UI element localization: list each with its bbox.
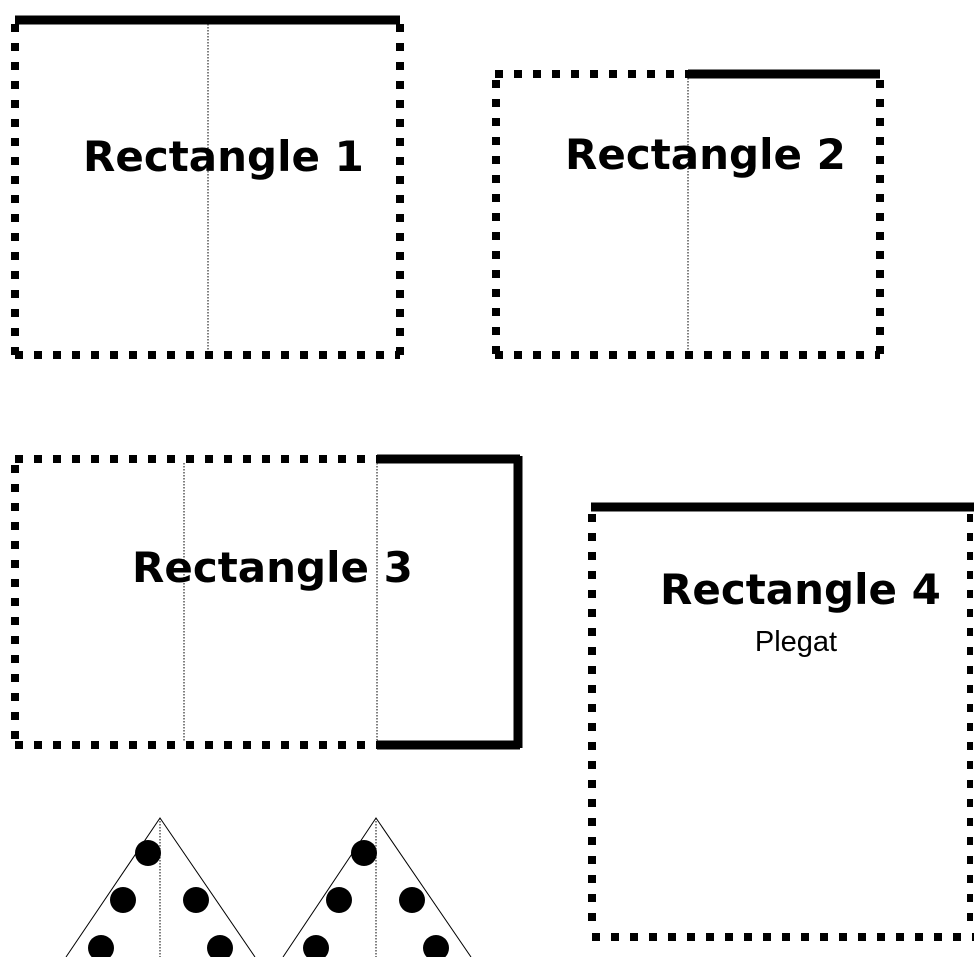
rect4-label: Rectangle 4 — [660, 565, 941, 614]
triangle-2-dot — [326, 887, 352, 913]
rect2-label: Rectangle 2 — [565, 130, 846, 179]
triangle-1-dot — [183, 887, 209, 913]
rect4-sublabel: Plegat — [755, 626, 837, 658]
triangle-2-dot — [351, 840, 377, 866]
triangle-1-dot — [207, 935, 233, 957]
rectangle-2-template: Rectangle 2 — [495, 74, 880, 356]
triangle-2-dot — [303, 935, 329, 957]
triangle-2-dot — [423, 935, 449, 957]
rect3-label: Rectangle 3 — [132, 543, 413, 592]
triangle-piece-1 — [66, 818, 255, 957]
rectangle-3-template: Rectangle 3 — [15, 456, 520, 748]
triangle-2-dot — [399, 887, 425, 913]
rectangle-4-template: Rectangle 4 Plegat — [591, 507, 974, 937]
rectangle-1-template: Rectangle 1 — [15, 20, 400, 356]
triangle-piece-2 — [283, 818, 471, 957]
triangle-1-dot — [135, 840, 161, 866]
triangle-1-dot — [88, 935, 114, 957]
rect1-label: Rectangle 1 — [83, 132, 364, 181]
triangle-1-dot — [110, 887, 136, 913]
